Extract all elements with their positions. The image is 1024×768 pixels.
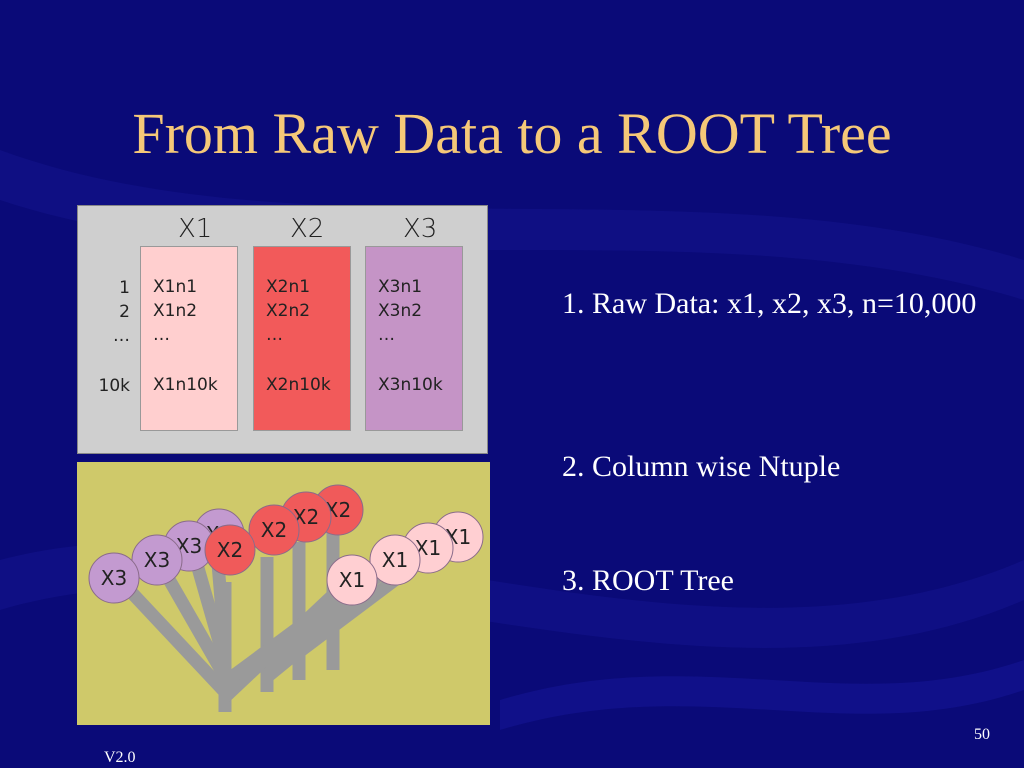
cell: X1n1 — [153, 277, 198, 297]
tree-node-label: X3 — [144, 548, 170, 572]
tree-node-label: X2 — [261, 518, 287, 542]
tree-nodes: X3X3X3X3X2X2X2X2X1X1X1X1 — [88, 484, 484, 606]
column-x1: X1n1 X1n2 … X1n10k — [140, 246, 238, 431]
row-label: 10k — [98, 376, 130, 396]
column-x3: X3n1 X3n2 … X3n10k — [365, 246, 463, 431]
bullet-item: 1. Raw Data: x1, x2, x3, n=10,000 — [562, 287, 977, 320]
bullet-item: 3. ROOT Tree — [562, 564, 734, 597]
cell: … — [378, 325, 395, 345]
tree-node-label: X3 — [101, 566, 127, 590]
cell: X1n2 — [153, 301, 198, 321]
cell: X2n10k — [266, 375, 331, 395]
tree-node-x1: X1 — [369, 534, 421, 586]
tree-panel: X3X3X3X3X2X2X2X2X1X1X1X1 — [77, 462, 490, 725]
tree-node-x1: X1 — [326, 554, 378, 606]
ntuple-panel: 1 2 … 10k X1 X2 X3 X1n1 X1n2 … X1n10k X2… — [77, 205, 488, 454]
cell: X2n2 — [266, 301, 311, 321]
cell: X3n1 — [378, 277, 423, 297]
tree-branch — [112, 572, 230, 697]
tree-node-label: X2 — [217, 538, 243, 562]
row-label: 1 — [119, 278, 130, 298]
column-header-x3: X3 — [403, 214, 438, 244]
cell: X1n10k — [153, 375, 218, 395]
cell: … — [266, 325, 283, 345]
bullet-item: 2. Column wise Ntuple — [562, 450, 841, 483]
column-x2: X2n1 X2n2 … X2n10k — [253, 246, 351, 431]
cell: X3n2 — [378, 301, 423, 321]
column-header-x2: X2 — [290, 214, 325, 244]
version-label: V2.0 — [104, 749, 136, 766]
tree-node-x3: X3 — [88, 552, 140, 604]
column-header-x1: X1 — [178, 214, 213, 244]
cell: … — [153, 325, 170, 345]
row-labels: 1 2 … 10k — [78, 276, 130, 398]
tree-node-x2: X2 — [248, 504, 300, 556]
tree-diagram: X3X3X3X3X2X2X2X2X1X1X1X1 — [88, 484, 484, 712]
tree-node-label: X1 — [382, 548, 408, 572]
row-label: 2 — [119, 302, 130, 322]
tree-node-x3: X3 — [131, 534, 183, 586]
page-number: 50 — [974, 726, 990, 743]
tree-node-label: X1 — [339, 568, 365, 592]
tree-node-x2: X2 — [204, 524, 256, 576]
cell: X3n10k — [378, 375, 443, 395]
slide-title: From Raw Data to a ROOT Tree — [132, 101, 892, 166]
cell: X2n1 — [266, 277, 311, 297]
row-label: … — [113, 326, 130, 346]
